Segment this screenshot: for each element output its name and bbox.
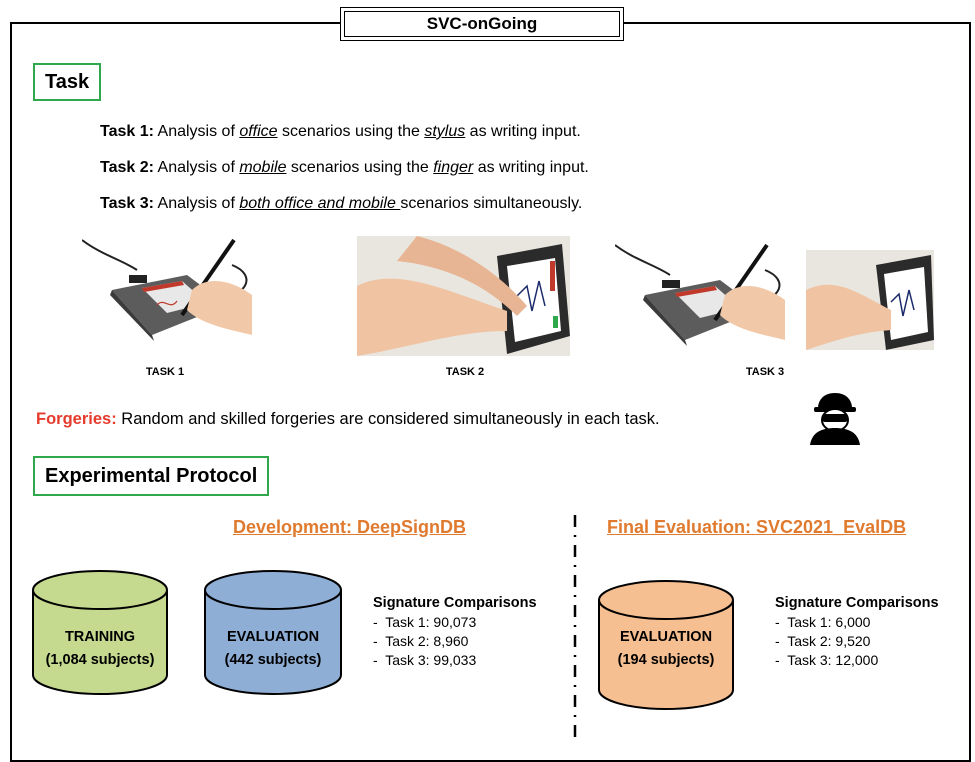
title-box: SVC-onGoing [340,7,624,41]
task-2-image [357,236,570,356]
masked-forger-icon [808,390,863,445]
mobile-finger-illustration [357,236,570,356]
page-title: SVC-onGoing [344,11,620,37]
task-3-image-stylus [615,240,805,362]
task-1-caption: TASK 1 [145,366,185,378]
stylus-tablet-illustration [82,238,252,341]
training-db-label: TRAINING [65,629,135,645]
task-2-caption: TASK 2 [445,366,485,378]
development-comparison-item: - Task 1: 90,073 [373,614,477,630]
section-divider [573,515,577,737]
stylus-tablet-illustration [615,243,785,346]
final-comparisons-title: Signature Comparisons [775,595,939,611]
evaluation-db-subjects: (442 subjects) [225,652,322,668]
final-evaluation-db-cylinder: EVALUATION (194 subjects) [598,580,734,710]
evaluation-db-cylinder: EVALUATION (442 subjects) [204,570,342,695]
forgeries-text: Random and skilled forgeries are conside… [116,410,660,428]
forgeries-label: Forgeries: [36,410,117,428]
evaluation-db-label: EVALUATION [227,629,319,645]
task-2-description: Task 2: Analysis of mobile scenarios usi… [100,159,589,176]
task-3-caption: TASK 3 [745,366,785,378]
forgeries-note: Forgeries: Random and skilled forgeries … [36,410,660,429]
task-1-description: Task 1: Analysis of office scenarios usi… [100,123,581,140]
development-comparisons: Signature Comparisons - Task 1: 90,073 -… [373,594,537,670]
final-comparison-item: - Task 1: 6,000 [775,614,871,630]
task-3-description: Task 3: Analysis of both office and mobi… [100,195,583,212]
final-evaluation-db-label: EVALUATION [620,629,712,645]
mobile-finger-illustration [806,250,934,350]
task-section-label: Task [33,63,102,101]
development-comparison-item: - Task 2: 8,960 [373,633,469,649]
development-heading: Development: DeepSignDB [233,517,467,537]
protocol-section-label: Experimental Protocol [33,456,270,496]
task-3-image-mobile [806,250,934,350]
final-evaluation-heading: Final Evaluation: SVC2021_EvalDB [607,517,907,537]
database-cylinders: TRAINING (1,084 subjects) EVALUATION (44… [32,570,734,710]
task-1-image [82,235,252,357]
final-comparison-item: - Task 3: 12,000 [775,652,879,668]
final-comparisons: Signature Comparisons - Task 1: 6,000 - … [775,594,939,670]
development-comparison-item: - Task 3: 99,033 [373,652,477,668]
final-comparison-item: - Task 2: 9,520 [775,633,871,649]
final-evaluation-db-subjects: (194 subjects) [618,652,715,668]
training-db-subjects: (1,084 subjects) [46,652,155,668]
development-comparisons-title: Signature Comparisons [373,595,537,611]
training-db-cylinder: TRAINING (1,084 subjects) [32,570,168,695]
